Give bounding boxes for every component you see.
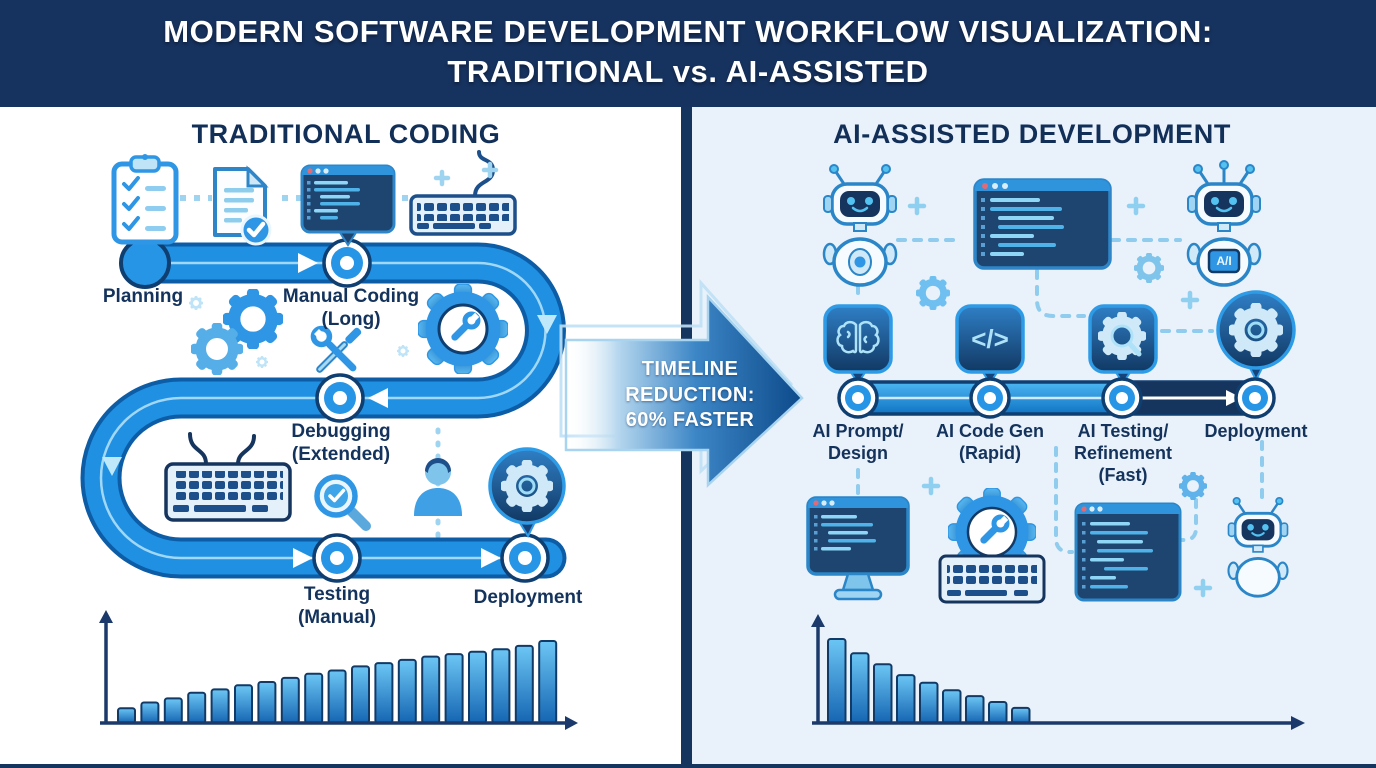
chart-bar [304,672,324,724]
stage-label-deployment-left: Deployment [473,587,583,608]
chart-bar [514,644,534,725]
monitor-code-icon [806,496,910,601]
gear-balloon-deploy-icon [1216,290,1296,383]
curve-direction-arrows [102,315,557,476]
dashed-connectors-right [856,238,1264,554]
ai-workflow-diagram: A/I </> [806,160,1305,730]
magnifier-check-icon [314,474,371,531]
gear-balloon-icon [488,447,566,539]
gear-small-icon [916,276,950,310]
brain-badge-icon [823,304,893,385]
header-band [0,0,1376,107]
code-editor-window-icon [300,164,396,247]
chart-bar [491,648,511,725]
robot-chest-label: A/I [1216,254,1231,268]
gear-small-icon [1134,253,1164,283]
chart-bar [421,655,441,724]
gear-wrench-keyboard-icon [938,488,1046,604]
code-glyph: </> [971,324,1009,354]
node-manual-coding [322,238,372,288]
robot-assistant-icon [1227,496,1289,598]
chart-bar [444,653,464,724]
gear-magnifier-badge-icon [1088,304,1158,385]
plus-accents-left [433,161,499,187]
robot-ai-icon: A/I [1186,160,1262,287]
crossed-tools-icon [310,325,362,373]
ai-timeline-bar [843,380,1270,416]
robot-icon [822,164,898,287]
chart-bar [140,701,160,724]
left-panel-heading: TRADITIONAL CODING [191,119,501,149]
plus-accents-right [907,196,1213,598]
node-planning [119,237,171,289]
stage-label-manual-coding: Manual Coding (Long) [282,286,420,331]
chart-bar [351,665,370,725]
chart-bar [850,652,870,724]
stage-label-debugging: Debugging (Extended) [291,421,391,466]
gear-wrench-icon [418,284,508,374]
stage-label-deployment-right: Deployment [1204,421,1308,441]
chart-bar [896,674,916,724]
timeline-reduction-arrow [559,279,804,488]
traditional-workflow-diagram [80,150,578,730]
clipboard-checklist-icon [111,154,179,245]
chart-bar [397,658,417,725]
chart-bar [873,663,893,725]
s-curve-timeline-path [80,242,567,579]
chart-bar [117,707,136,725]
main-title-line2: TRADITIONAL vs. AI-ASSISTED [447,54,929,89]
chart-bar [187,691,207,725]
code-window-icon [1074,502,1182,602]
chart-bar [919,681,939,725]
chart-axes [100,620,568,725]
chart-bar [988,701,1008,724]
stage-label-testing: Testing (Manual) [297,584,377,629]
chart-bar [234,684,253,724]
node-testing [312,533,362,583]
code-editor-window-large-icon [973,178,1112,270]
chart-bar [327,669,347,724]
node-debugging [315,373,365,423]
right-panel-heading: AI-ASSISTED DEVELOPMENT [833,119,1231,149]
ai-effort-chart [811,614,1305,730]
chart-bar [210,688,230,725]
stage-label-ai-code-gen: AI Code Gen (Rapid) [935,421,1044,463]
chart-bar [374,662,394,724]
stage-label-ai-prompt: AI Prompt/ Design [812,421,904,463]
document-check-icon [213,165,272,246]
ai-timeline-nodes [837,377,1276,419]
chart-bar [942,689,962,725]
chart-bar [163,697,183,725]
chart-axes [812,624,1294,725]
node-deployment [500,533,550,583]
chart-bar [538,640,558,724]
keyboard-cables-icon [164,432,292,522]
bottom-border [0,764,1376,768]
code-badge-icon: </> [955,304,1025,385]
chart-bar [468,650,487,725]
chart-bar [965,695,985,724]
main-title-line1: MODERN SOFTWARE DEVELOPMENT WORKFLOW VIS… [163,14,1213,49]
chart-bar [257,681,277,724]
keyboard-icon [409,150,517,236]
stage-label-ai-testing: AI Testing/ Refinement (Fast) [1073,421,1172,485]
traditional-effort-chart [99,610,578,730]
stage-label-planning: Planning [102,286,184,307]
timeline-reduction-label: TIMELINE REDUCTION: 60% FASTER [625,358,755,432]
chart-bar [280,676,300,725]
chart-bar [1011,706,1031,725]
path-direction-arrows [293,253,501,568]
chart-bar [827,638,847,724]
developer-person-icon [414,458,462,516]
